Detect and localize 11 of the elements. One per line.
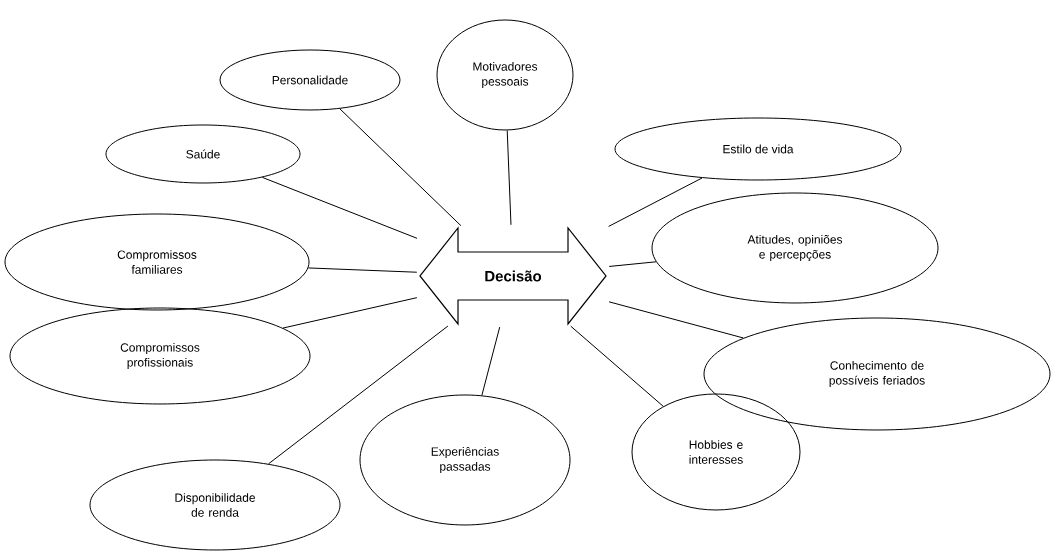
connector-line [506, 129, 512, 226]
connector-line [261, 176, 418, 239]
connector-line [339, 108, 462, 227]
connector-line [608, 261, 657, 267]
connector-line [570, 325, 664, 407]
connector-line [268, 325, 449, 465]
connector-line [608, 177, 703, 227]
connector-line [282, 297, 418, 329]
connector-line [481, 326, 501, 396]
connector-line [608, 301, 744, 339]
connector-line [307, 267, 418, 273]
